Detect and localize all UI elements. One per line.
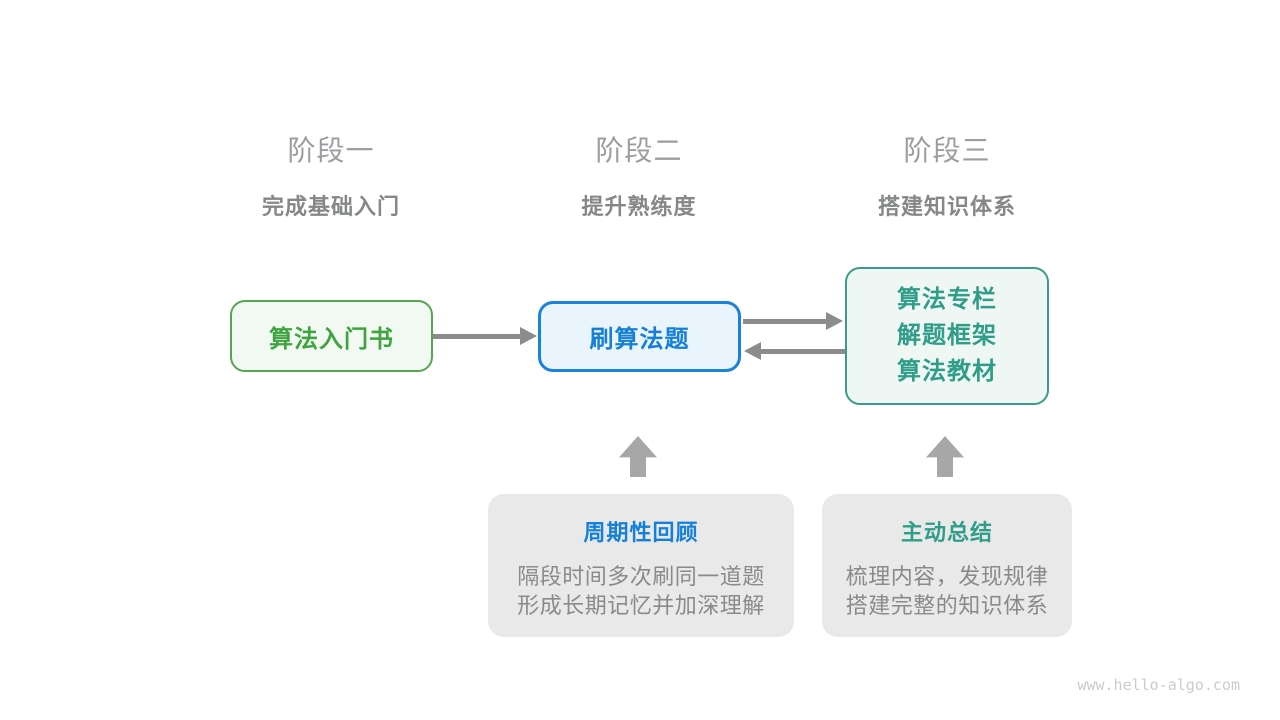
stage-3-header: 阶段三 搭建知识体系 [787, 129, 1107, 221]
node-practice: 刷算法题 [538, 301, 741, 372]
node-intro-book: 算法入门书 [230, 300, 433, 372]
note-periodic-review-body: 隔段时间多次刷同一道题 形成长期记忆并加深理解 [488, 562, 794, 620]
note-active-summary-body: 梳理内容，发现规律 搭建完整的知识体系 [822, 562, 1072, 620]
note-active-summary: 主动总结 梳理内容，发现规律 搭建完整的知识体系 [822, 494, 1072, 637]
node-resources-line-3: 算法教材 [897, 358, 997, 385]
note-active-summary-line-2: 搭建完整的知识体系 [845, 593, 1049, 618]
up-arrow-review-icon [619, 436, 657, 477]
stage-1-subtitle: 完成基础入门 [261, 194, 400, 219]
note-active-summary-title: 主动总结 [900, 520, 993, 545]
note-periodic-review: 周期性回顾 隔段时间多次刷同一道题 形成长期记忆并加深理解 [488, 494, 794, 637]
stage-1-header: 阶段一 完成基础入门 [171, 129, 491, 221]
stage-2-subtitle: 提升熟练度 [581, 194, 697, 219]
stage-3-subtitle: 搭建知识体系 [877, 194, 1016, 219]
stage-2-header: 阶段二 提升熟练度 [479, 129, 799, 221]
node-resources-line-2: 解题框架 [897, 322, 997, 349]
note-active-summary-line-1: 梳理内容，发现规律 [845, 564, 1049, 589]
node-intro-book-label: 算法入门书 [269, 325, 394, 353]
note-periodic-review-line-1: 隔段时间多次刷同一道题 [517, 564, 765, 589]
note-periodic-review-title: 周期性回顾 [583, 520, 699, 545]
watermark: www.hello-algo.com [1077, 676, 1240, 694]
up-arrow-summary-icon [926, 436, 964, 477]
node-resources-line-1: 算法专栏 [897, 286, 997, 313]
note-periodic-review-line-2: 形成长期记忆并加深理解 [517, 593, 765, 618]
stage-3-label: 阶段三 [903, 135, 991, 166]
node-practice-label: 刷算法题 [589, 326, 690, 353]
stage-2-label: 阶段二 [595, 135, 683, 166]
node-resources: 算法专栏 解题框架 算法教材 [845, 267, 1049, 405]
stage-1-label: 阶段一 [287, 135, 375, 166]
